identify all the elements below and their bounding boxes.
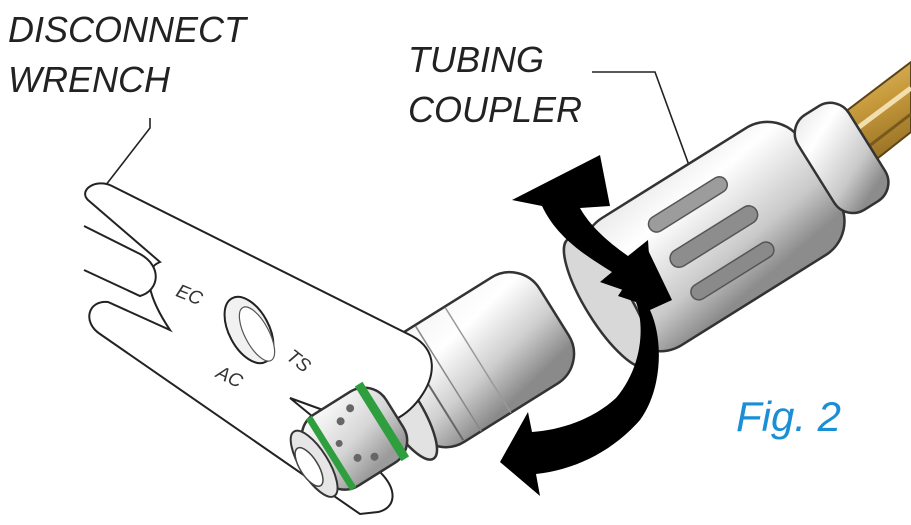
rotation-arrow-upper [512, 155, 652, 300]
figure-label: Fig. 2 [736, 393, 842, 440]
fitting-nose [289, 381, 410, 498]
o-ring-rear [354, 381, 410, 462]
disconnect-wrench [83, 182, 433, 516]
coupler-label-line1: TUBING [408, 39, 545, 80]
rotation-arrows [500, 155, 672, 496]
wrench-label-line2: WRENCH [8, 59, 170, 100]
coupler-label-line2: COUPLER [408, 89, 583, 130]
wrench-label-line1: DISCONNECT [8, 9, 247, 50]
coupler-leader-line [592, 71, 691, 169]
leader-lines [101, 71, 691, 191]
wrench-leader-line [101, 118, 151, 191]
o-ring-front [305, 415, 357, 491]
tubing-coupler [562, 101, 890, 369]
rotation-arrow-lower [500, 250, 672, 496]
